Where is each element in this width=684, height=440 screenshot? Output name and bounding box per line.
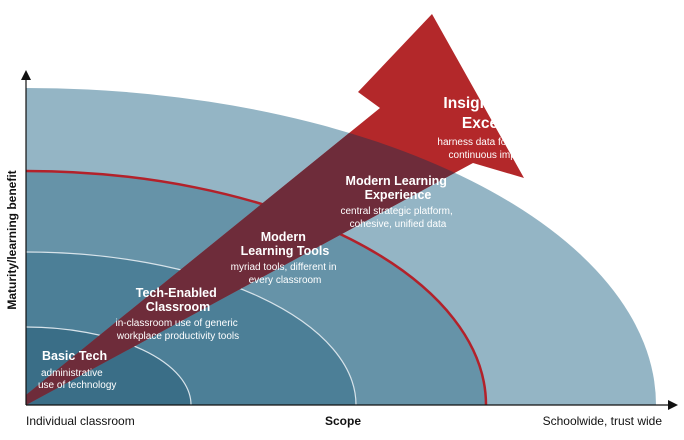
stage-title: Insights-Driven Excellence [443,95,560,132]
stage-description: administrative use of technology [38,368,116,391]
band-inner [26,327,191,405]
stage-title: Modern Learning Tools [241,230,330,258]
stage-modern-learning-experience: Modern Learning Experience central strat… [340,174,455,230]
x-axis-arrowhead [668,400,678,410]
stage-description: myriad tools, different in every classro… [231,262,340,286]
red-boundary-arc [25,169,488,406]
arc-inner [25,326,192,406]
x-axis-left-label: Individual classroom [26,414,135,428]
x-axis-right-label: Schoolwide, trust wide [543,414,663,428]
stage-description: central strategic platform, cohesive, un… [340,206,455,230]
arc-middle [25,251,357,406]
stage-title: Basic Tech [42,349,107,363]
stage-insights-driven-excellence: Insights-Driven Excellence harness data … [437,95,568,161]
y-axis-arrowhead [21,70,31,80]
stage-basic-tech: Basic Tech administrative use of technol… [38,349,116,391]
stage-title: Modern Learning Experience [346,174,451,202]
stage-description: harness data for insights and continuous… [437,137,568,161]
stage-title: Tech-Enabled Classroom [136,286,221,314]
y-axis-label: Maturity/learning benefit [5,170,19,309]
x-axis-title: Scope [325,414,361,428]
stage-tech-enabled-classroom: Tech-Enabled Classroom in-classroom use … [115,286,240,342]
stage-description: in-classroom use of generic workplace pr… [115,318,240,342]
stage-modern-learning-tools: Modern Learning Tools myriad tools, diff… [231,230,340,286]
